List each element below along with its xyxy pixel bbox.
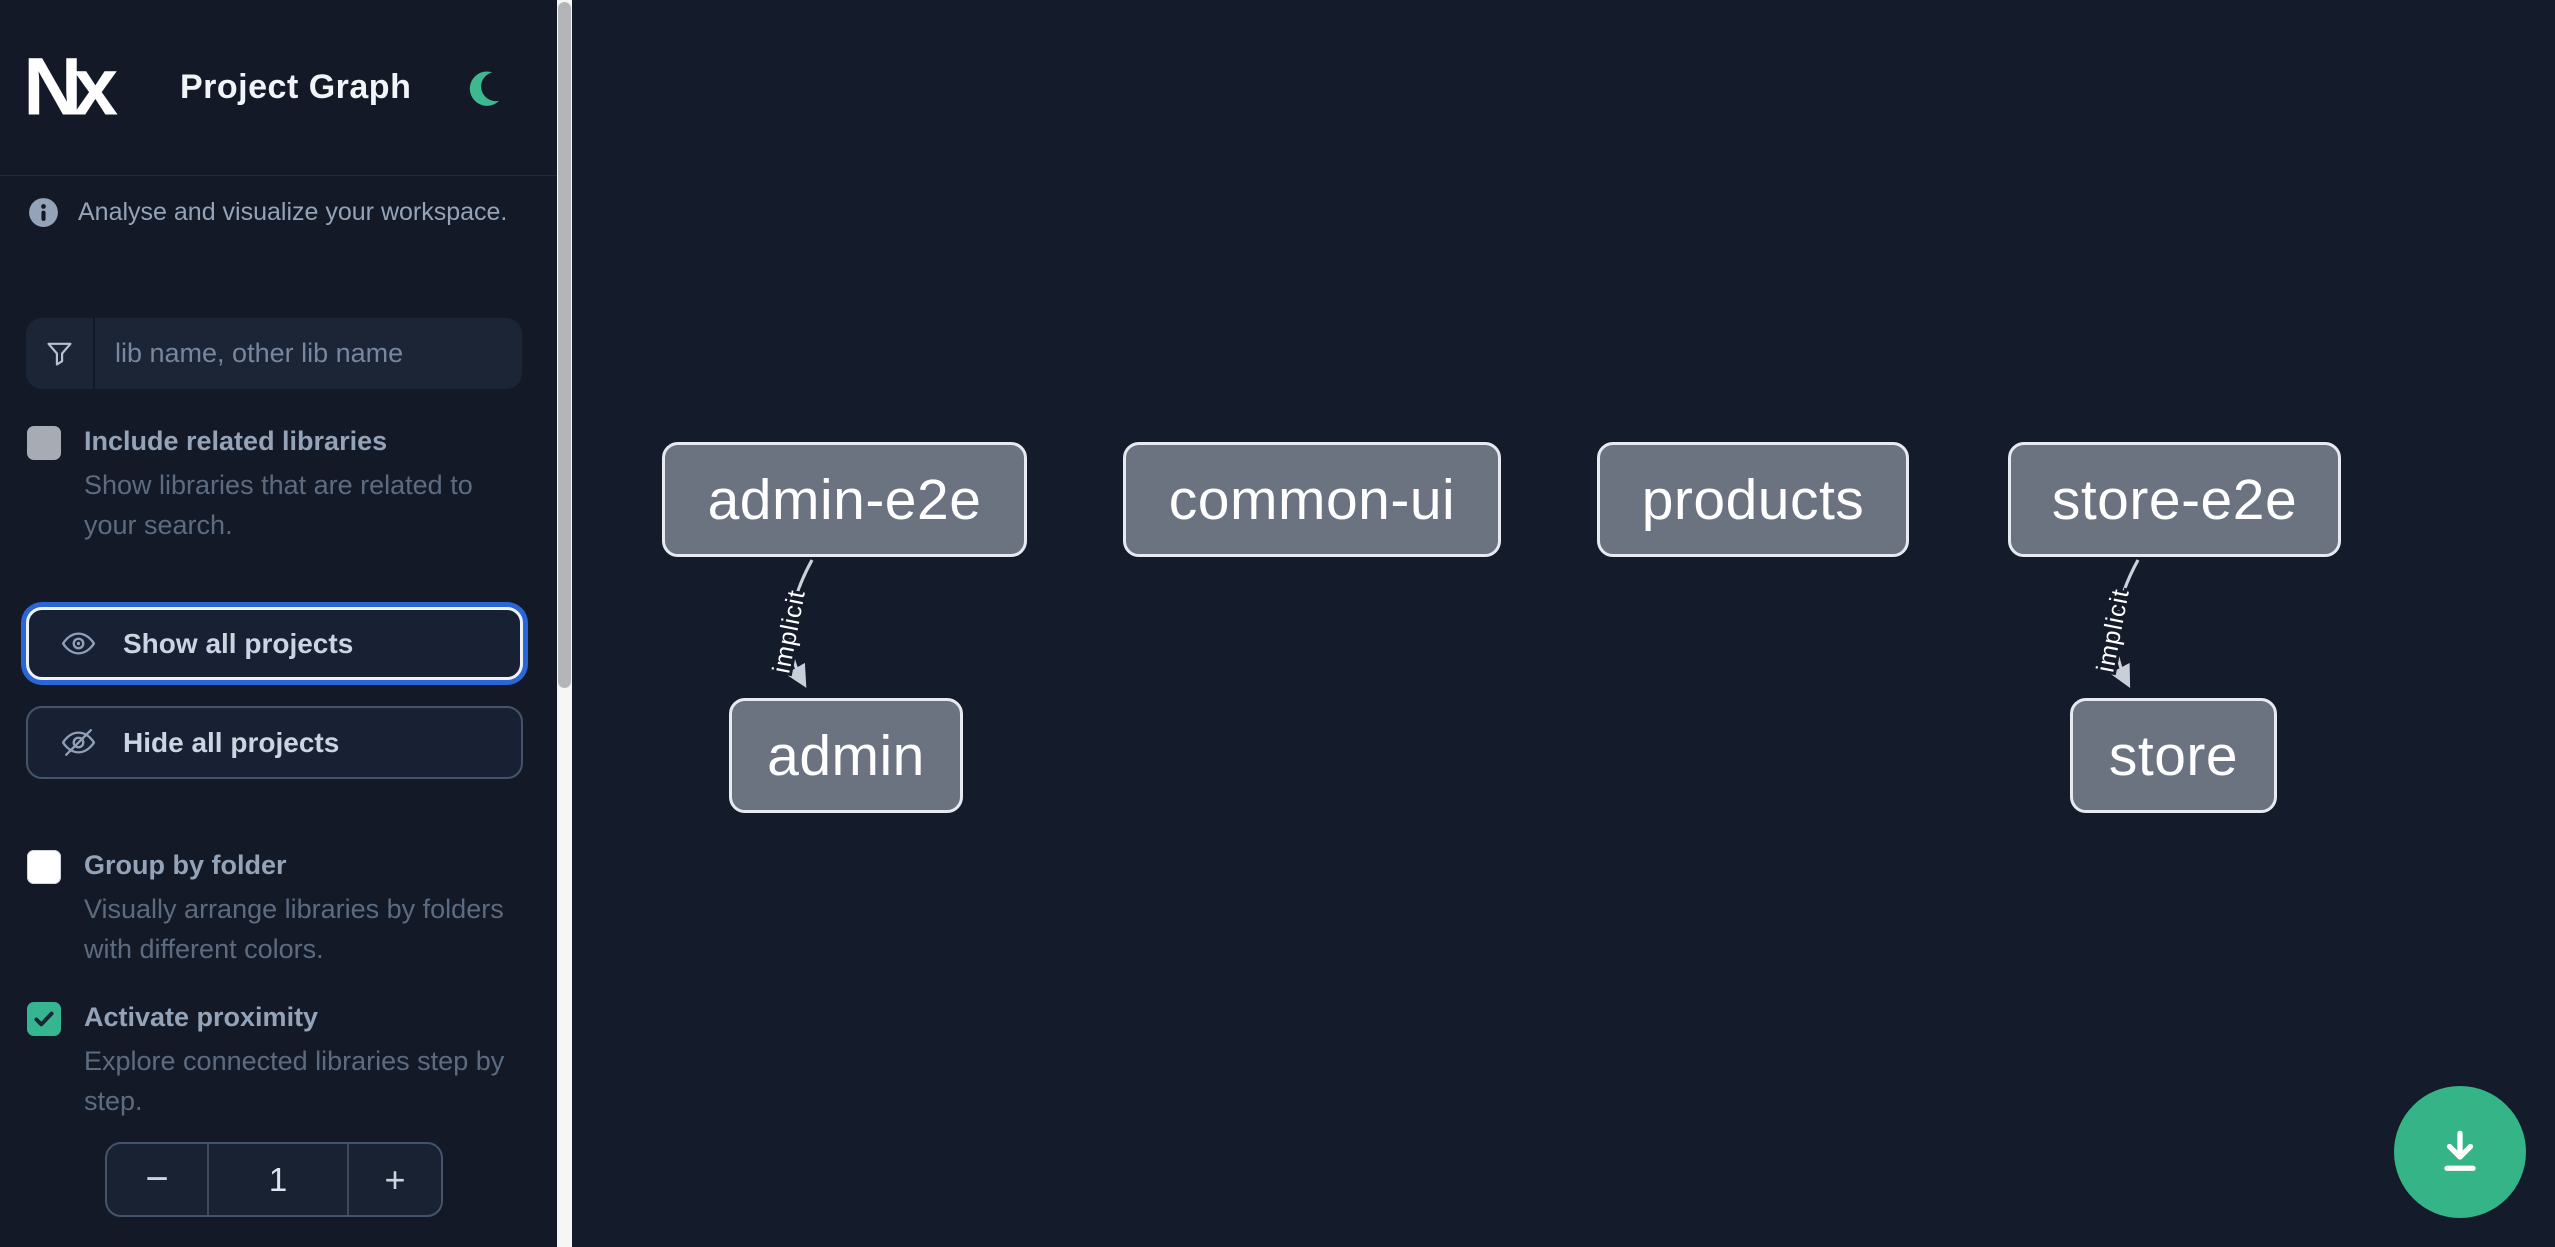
decrement-button[interactable]: − (107, 1144, 207, 1215)
svg-text:Nx: Nx (27, 48, 118, 128)
workspace-tagline: Analyse and visualize your workspace. (78, 198, 508, 226)
funnel-icon-cell (26, 318, 95, 389)
sidebar-header: Nx Project Graph (0, 0, 557, 176)
theme-toggle-button[interactable] (463, 66, 507, 110)
eye-icon (61, 632, 96, 655)
activate-proximity-label: Activate proximity (84, 1002, 319, 1032)
activate-proximity-checkbox[interactable] (27, 1002, 61, 1036)
show-all-projects-button[interactable]: Show all projects (26, 607, 523, 680)
moon-icon (470, 71, 500, 106)
hide-all-projects-button[interactable]: Hide all projects (26, 706, 523, 779)
node-common-ui[interactable]: common-ui (1123, 442, 1501, 557)
node-admin-e2e[interactable]: admin-e2e (662, 442, 1027, 557)
sidebar-scrollbar-thumb[interactable] (558, 2, 571, 688)
include-related-description: Show libraries that are related to your … (84, 470, 473, 540)
node-store-e2e[interactable]: store-e2e (2008, 442, 2341, 557)
include-related-label: Include related libraries (84, 426, 388, 456)
nx-logo: Nx (27, 48, 122, 128)
activate-proximity-option: Activate proximity Explore connected lib… (27, 1000, 522, 1121)
group-by-folder-label: Group by folder (84, 850, 287, 880)
graph-canvas[interactable] (572, 0, 2555, 1247)
info-icon (29, 198, 58, 227)
check-icon (34, 1011, 54, 1027)
node-products[interactable]: products (1597, 442, 1909, 557)
funnel-icon (47, 342, 72, 366)
download-icon (2444, 1130, 2476, 1171)
node-store[interactable]: store (2070, 698, 2277, 813)
group-by-folder-description: Visually arrange libraries by folders wi… (84, 894, 504, 964)
group-by-folder-option: Group by folder Visually arrange librari… (27, 848, 522, 969)
include-related-checkbox[interactable] (27, 426, 61, 460)
hide-all-projects-label: Hide all projects (123, 726, 340, 758)
workspace-tagline-row: Analyse and visualize your workspace. (27, 196, 527, 229)
activate-proximity-description: Explore connected libraries step by step… (84, 1046, 505, 1116)
node-admin[interactable]: admin (729, 698, 963, 813)
show-all-projects-label: Show all projects (123, 627, 354, 659)
group-by-folder-checkbox[interactable] (27, 850, 61, 884)
download-button[interactable] (2394, 1086, 2526, 1218)
increment-button[interactable]: + (349, 1144, 441, 1215)
sidebar-scrollbar-track (557, 0, 572, 1247)
stepper-value: 1 (207, 1144, 349, 1215)
sidebar: Nx Project Graph Analyse and visualize y… (0, 0, 557, 1247)
page-title: Project Graph (180, 68, 412, 106)
include-related-option: Include related libraries Show libraries… (27, 424, 522, 545)
search-input[interactable] (95, 318, 522, 389)
proximity-stepper: − 1 + (105, 1142, 443, 1217)
filter-input-group (26, 318, 522, 389)
eye-slash-icon (61, 729, 96, 756)
